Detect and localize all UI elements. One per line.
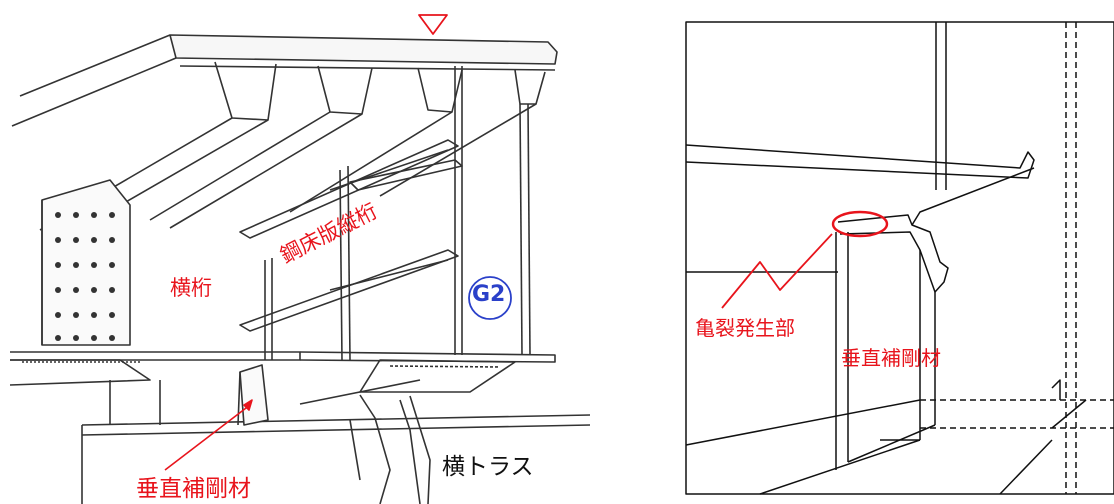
crack-pointer-zigzag <box>721 233 833 309</box>
crack-location-ellipse <box>831 210 889 238</box>
left-pointer-arrowhead <box>243 399 253 411</box>
triangle-marker <box>418 14 448 35</box>
u-ribs <box>39 61 546 241</box>
left-pointer-line <box>164 404 251 471</box>
bolt-grid <box>55 212 115 341</box>
girder-g2-label: G2 <box>472 282 506 307</box>
bottom-flange <box>9 351 556 393</box>
g2-circle <box>468 276 512 320</box>
longitudinal-stringers <box>239 139 463 332</box>
right-panel-frame <box>685 21 1114 495</box>
vertical-stiffener-label-left: 垂直補剛材 <box>136 476 251 502</box>
cross-beam-splice <box>41 179 131 346</box>
vertical-members <box>264 66 531 361</box>
lower-frame <box>81 364 591 504</box>
crack-origin-label: 亀裂発生部 <box>695 316 795 340</box>
vertical-stiffener-label-right: 垂直補剛材 <box>841 346 941 370</box>
cross-beam-label: 横桁 <box>170 276 212 300</box>
deck-plate <box>11 34 558 127</box>
lateral-truss-label: 横トラス <box>442 454 534 480</box>
left-structure-drawing <box>9 14 591 504</box>
right-detail-drawing <box>685 21 1114 495</box>
